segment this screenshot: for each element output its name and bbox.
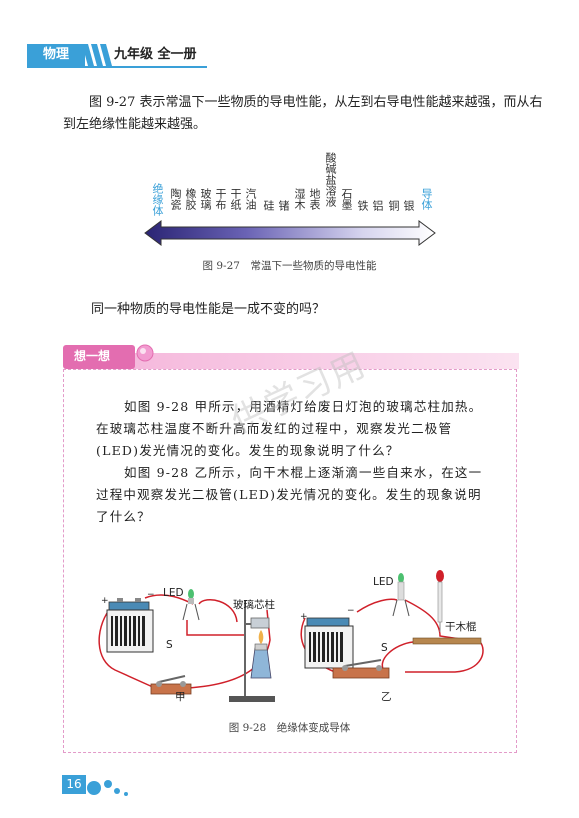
material-label: 银: [402, 200, 415, 211]
think-paragraph-1: 如图 9-28 甲所示，用酒精灯给废日灯泡的玻璃芯柱加热。在玻璃芯柱温度不断升高…: [96, 399, 483, 458]
label-jia: 甲: [175, 691, 186, 703]
switch-right-label: S: [381, 642, 388, 654]
page-number: 16: [62, 775, 86, 794]
material-label: 玻璃: [199, 188, 212, 210]
material-label: 橡胶: [184, 188, 197, 210]
material-label: 干布: [214, 188, 227, 210]
battery-left-icon: [106, 598, 154, 653]
led-left-icon: [182, 589, 200, 621]
material-label: 湿木: [293, 188, 306, 210]
led-left-label: LED: [163, 587, 184, 599]
conductivity-arrow: [144, 220, 436, 246]
material-label: 硅: [262, 200, 275, 211]
battery-right-minus: −: [347, 606, 355, 616]
material-label: 铝: [371, 200, 384, 211]
glass-core-label: 玻璃芯柱: [233, 599, 275, 611]
material-label: 石墨: [340, 188, 353, 210]
header-stripes-decoration: [82, 44, 112, 66]
figure-27-caption: 图 9-27 常温下一些物质的导电性能: [202, 260, 377, 272]
material-insulator-label: 绝缘体: [151, 183, 164, 216]
battery-left-minus: −: [147, 590, 155, 600]
header-grade: 九年级 全一册: [114, 47, 197, 62]
header-subject: 物理: [27, 44, 85, 66]
page-dots-decoration: [87, 780, 128, 796]
think-box: [63, 369, 517, 753]
switch-left-icon: [150, 675, 192, 695]
material-label: 铜: [387, 200, 400, 211]
material-label: 铁: [356, 200, 369, 211]
material-label: 陶瓷: [169, 188, 182, 210]
intro-paragraph: 图 9-27 表示常温下一些物质的导电性能，从左到右导电性能越来越强，而从右到左…: [63, 95, 543, 132]
battery-right-plus: +: [300, 612, 308, 622]
battery-left-plus: +: [101, 596, 109, 606]
think-header-bar: [63, 344, 519, 369]
dry-stick-icon: [412, 637, 482, 645]
label-yi: 乙: [381, 691, 392, 703]
glass-core-stand-icon: [229, 600, 275, 702]
header-underline: [27, 66, 207, 68]
material-label: 干纸: [229, 188, 242, 210]
figure-28-caption: 图 9-28 绝缘体变成导体: [228, 722, 351, 734]
switch-right-icon: [332, 659, 390, 679]
led-right-icon: [392, 573, 410, 617]
material-label: 地表: [308, 188, 321, 210]
material-label: 汽油: [244, 188, 257, 210]
dropper-icon: [436, 570, 444, 632]
switch-left-label: S: [166, 639, 173, 651]
figure-28-illustration: [98, 570, 484, 702]
think-paragraph-2: 如图 9-28 乙所示，向干木棍上逐渐滴一些自来水，在这一过程中观察发光二极管(…: [96, 465, 483, 524]
dry-stick-label: 干木棍: [445, 621, 477, 633]
material-label: 锗: [277, 200, 290, 211]
led-right-label: LED: [373, 576, 394, 588]
material-conductor-label: 导体: [420, 188, 433, 210]
battery-right-icon: [304, 617, 354, 669]
think-label: 想一想: [74, 349, 111, 363]
material-label: 酸碱盐溶液: [324, 152, 337, 207]
question-paragraph: 同一种物质的导电性能是一成不变的吗？: [91, 302, 326, 317]
